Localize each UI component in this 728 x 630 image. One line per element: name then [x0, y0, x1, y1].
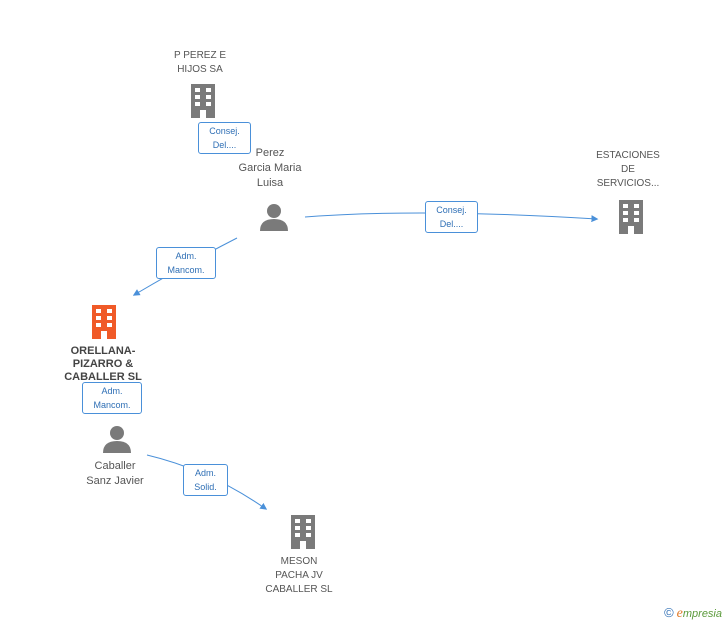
brand-name: mpresia: [682, 608, 722, 620]
copyright-icon: ©: [664, 605, 674, 620]
node-label-estaciones: ESTACIONES DE SERVICIOS...: [596, 150, 660, 189]
building-icon[interactable]: [188, 84, 218, 118]
relation-badge-adm-mancom[interactable]: Adm. Mancom.: [156, 247, 216, 279]
brand-initial: e: [676, 606, 683, 621]
relation-badge-adm-solid[interactable]: Adm. Solid.: [183, 464, 228, 496]
building-icon[interactable]: [615, 200, 647, 234]
node-label-caballer: Caballer Sanz Javier: [86, 460, 144, 487]
relation-badge-consej-del[interactable]: Consej. Del....: [198, 122, 251, 154]
brand-footer: ©empresia: [664, 605, 722, 622]
relation-badge-adm-mancom[interactable]: Adm. Mancom.: [82, 382, 142, 414]
node-label-meson: MESON PACHA JV CABALLER SL: [265, 556, 333, 595]
relation-badge-consej-del[interactable]: Consej. Del....: [425, 201, 478, 233]
node-label-perez-hijos: P PEREZ E HIJOS SA: [173, 50, 227, 75]
node-label-orellana: ORELLANA- PIZARRO & CABALLER SL: [64, 345, 142, 383]
person-icon[interactable]: [102, 425, 132, 453]
building-icon[interactable]: [88, 305, 120, 339]
person-icon[interactable]: [259, 203, 289, 231]
building-icon[interactable]: [287, 515, 319, 549]
node-label-perez-garcia: Perez Garcia Maria Luisa: [238, 147, 302, 189]
